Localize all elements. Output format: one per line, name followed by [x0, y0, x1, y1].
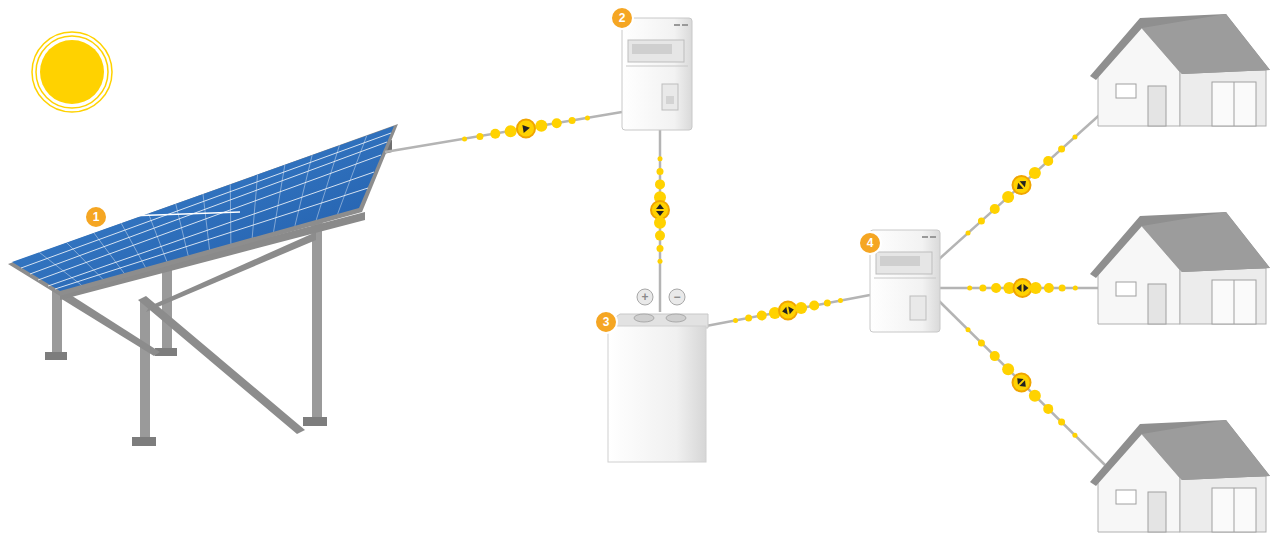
callout-number: 2: [611, 7, 633, 29]
callout-badges: [85, 7, 881, 333]
wires: [385, 110, 1105, 465]
house: [1090, 14, 1270, 126]
inverter: [622, 18, 692, 130]
terminal-sign: −: [670, 290, 684, 304]
callout-number: 1: [85, 206, 107, 228]
house: [1090, 212, 1270, 324]
sun: [32, 32, 112, 112]
callout-number: 4: [859, 232, 881, 254]
callout-number: 3: [595, 311, 617, 333]
energy-flow-dots: [462, 115, 1078, 437]
battery: [606, 289, 708, 462]
house: [1090, 420, 1270, 532]
solar-panel: [8, 124, 398, 296]
terminal-sign: +: [638, 290, 652, 304]
houses: [1090, 14, 1270, 532]
